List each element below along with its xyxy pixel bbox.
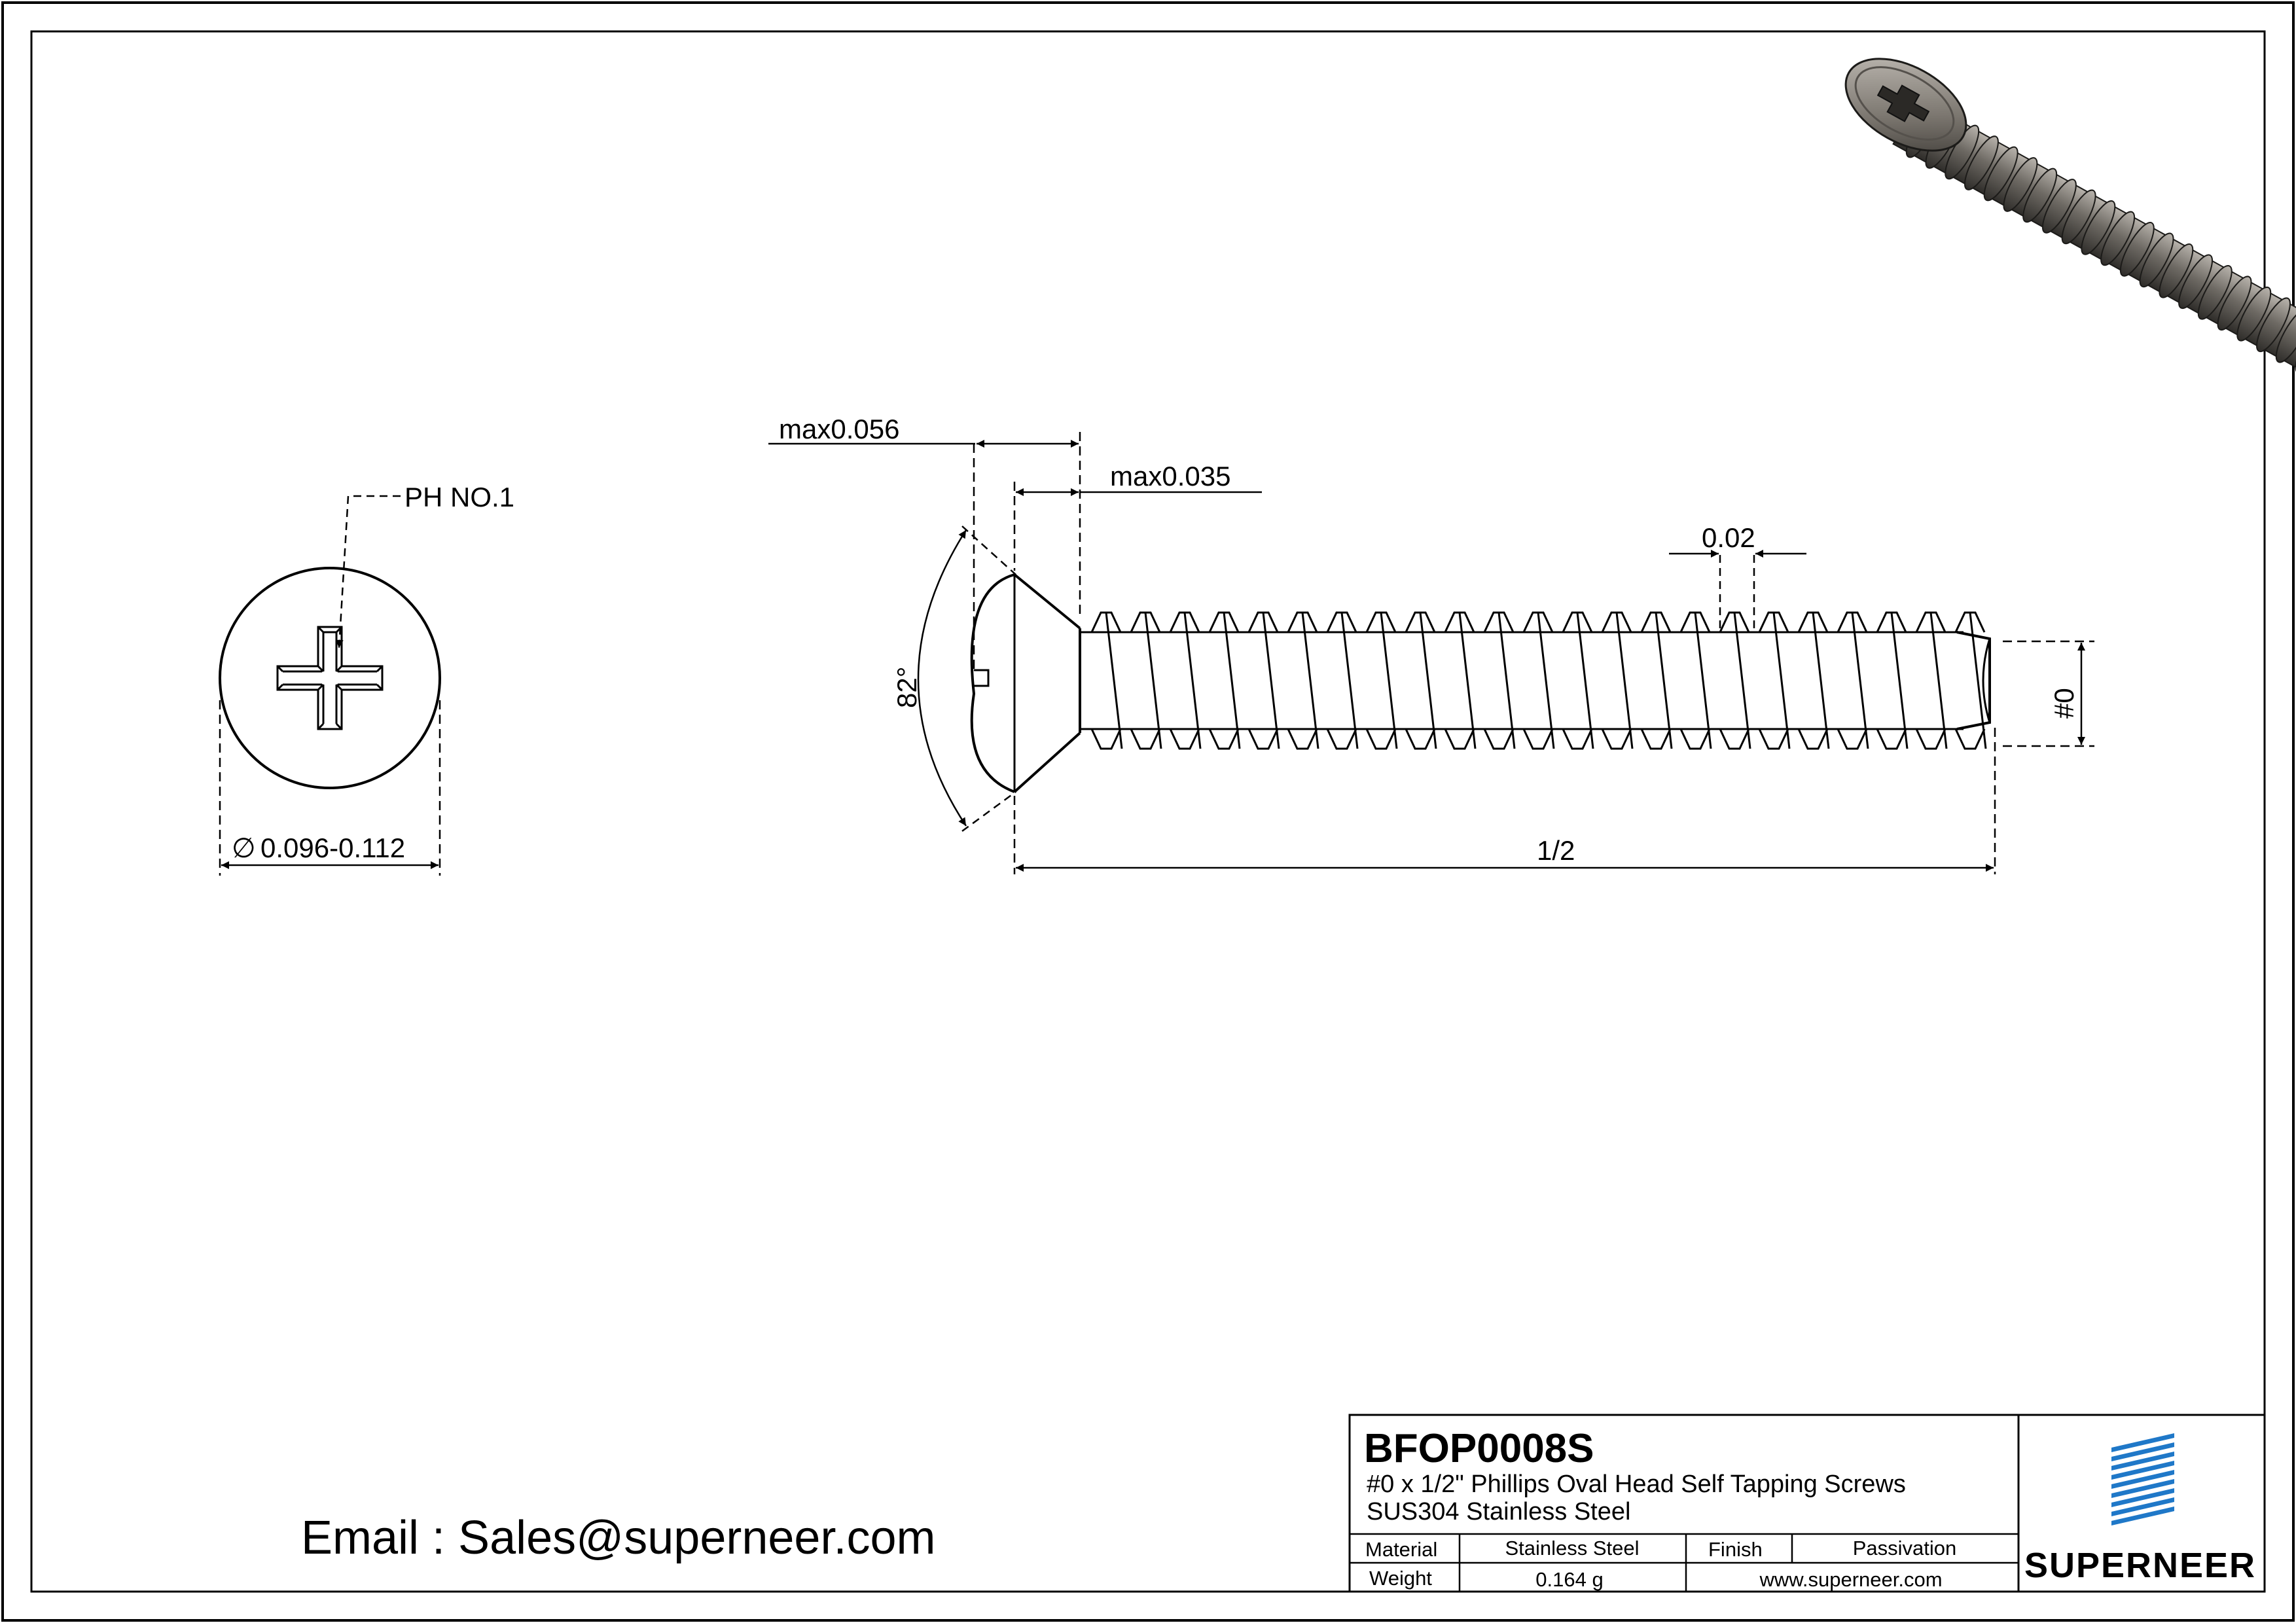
thread-pitch-dimension: 0.02 [1702,522,1755,553]
screw-3d-render [1844,58,2296,386]
inner-border [30,30,2266,1593]
contact-email[interactable]: Email : Sales@superneer.com [301,1512,936,1564]
material-label: Material [1365,1538,1437,1561]
diameter-dimension: 0.096-0.112 [260,832,405,863]
head-height-dimension: max0.035 [1110,461,1230,491]
length-dimension: 1/2 [1537,835,1575,866]
title-block: BFOP0008S #0 x 1/2" Phillips Oval Head S… [1348,1414,2266,1593]
svg-text:SUPERNEER: SUPERNEER [2024,1546,2256,1585]
screw-side-view: max0.056 max0.035 82° 0.02 #0 1/2 [768,414,2094,874]
part-description: #0 x 1/2" Phillips Oval Head Self Tappin… [1367,1471,1906,1498]
drive-type-label: PH NO.1 [404,482,514,512]
material-spec: SUS304 Stainless Steel [1367,1498,1630,1525]
material-value: Stainless Steel [1505,1537,1639,1560]
head-top-view: PH NO.1 ∅ 0.096-0.112 [219,482,514,876]
phillips-cross-icon [276,626,384,730]
diameter-symbol: ∅ [232,832,256,863]
website-link[interactable]: www.superneer.com [1759,1568,1942,1591]
head-angle-dimension: 82° [891,666,922,708]
weight-label: Weight [1369,1567,1432,1590]
part-number: BFOP0008S [1364,1426,1594,1471]
superneer-logo: SUPERNEER [2024,1433,2256,1585]
weight-value: 0.164 g [1535,1568,1603,1591]
size-dimension: #0 [2049,688,2079,719]
head-width-dimension: max0.056 [779,414,899,444]
phillips-recess-3d [1876,84,1930,122]
logo-mark-icon [2111,1433,2174,1525]
thread-profile [1090,611,1987,750]
finish-label: Finish [1708,1538,1763,1561]
finish-value: Passivation [1853,1537,1957,1560]
oval-head-dome [970,573,1015,793]
